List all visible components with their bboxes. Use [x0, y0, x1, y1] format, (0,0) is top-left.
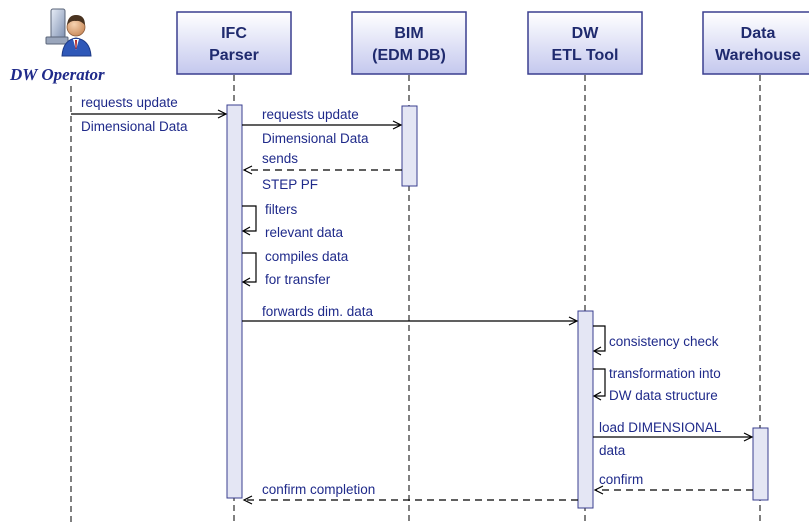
message-requests-update-bim: requests update Dimensional Data: [242, 107, 403, 146]
header-line1: Data: [741, 25, 776, 42]
message-label-line1: requests update: [262, 107, 359, 122]
message-confirm-completion: confirm completion: [242, 482, 578, 505]
header-box: [527, 11, 643, 75]
message-sends-step-pf: sends STEP PF: [242, 151, 402, 192]
self-message-arrow: [242, 205, 257, 232]
message-label: consistency check: [609, 334, 719, 349]
message-load-dimensional-data: load DIMENSIONAL data: [593, 420, 754, 458]
message-label-line2: data: [599, 443, 626, 458]
message-compiles-data: compiles data for transfer: [241, 249, 349, 287]
message-requests-update-operator: requests update Dimensional Data: [71, 95, 228, 134]
message-label-line2: relevant data: [265, 225, 344, 240]
message-label-line1: requests update: [81, 95, 178, 110]
arrowhead: [242, 495, 253, 505]
arrowhead: [392, 120, 403, 130]
message-label: confirm: [599, 472, 643, 487]
header-line1: BIM: [394, 25, 423, 42]
message-label-line1: filters: [265, 202, 298, 217]
message-label-line2: Dimensional Data: [81, 119, 188, 134]
header-box: [351, 11, 467, 75]
arrowhead: [242, 165, 253, 175]
arrowhead: [217, 109, 228, 119]
dw-operator-actor: DW Operator: [9, 8, 105, 84]
arrowhead: [241, 277, 251, 287]
header-line1: IFC: [221, 25, 247, 42]
arrowhead: [241, 226, 251, 236]
participant-bim-edm-db: BIM (EDM DB): [351, 11, 467, 523]
header-line2: Parser: [209, 47, 259, 64]
activation-bar-etl-tool: [577, 310, 594, 509]
header-box: [176, 11, 292, 75]
message-filters-relevant-data: filters relevant data: [241, 202, 344, 240]
header-line2: ETL Tool: [552, 47, 619, 64]
message-label: forwards dim. data: [262, 304, 374, 319]
message-label-line1: compiles data: [265, 249, 349, 264]
arrowhead: [593, 485, 604, 495]
message-label-line2: Dimensional Data: [262, 131, 369, 146]
message-label-line1: transformation into: [609, 366, 721, 381]
message-label: confirm completion: [262, 482, 375, 497]
message-label-line1: load DIMENSIONAL: [599, 420, 722, 435]
activation-bar-bim: [401, 105, 418, 187]
message-label-line1: sends: [262, 151, 298, 166]
header-line1: DW: [572, 25, 600, 42]
self-message-arrow: [593, 368, 606, 397]
arrowhead: [568, 316, 579, 326]
message-label-line2: DW data structure: [609, 388, 718, 403]
header-line2: Warehouse: [715, 47, 801, 64]
message-forwards-dim-data: forwards dim. data: [242, 304, 579, 326]
arrowhead: [592, 346, 602, 356]
participant-dw-etl-tool: DW ETL Tool: [527, 11, 643, 523]
self-message-arrow: [242, 252, 257, 283]
self-message-arrow: [593, 325, 606, 352]
activation-bar-ifc-parser: [226, 104, 243, 499]
header-line2: (EDM DB): [372, 47, 446, 64]
actor-name: DW Operator: [9, 65, 105, 84]
message-transformation: transformation into DW data structure: [592, 366, 721, 403]
message-label-line2: for transfer: [265, 272, 331, 287]
message-consistency-check: consistency check: [592, 325, 719, 356]
header-box: [702, 11, 809, 75]
message-label-line2: STEP PF: [262, 177, 318, 192]
operator-at-computer-icon: [45, 8, 92, 57]
arrowhead: [592, 391, 602, 401]
activation-bar-data-warehouse: [752, 427, 769, 501]
message-confirm: confirm: [593, 472, 753, 495]
arrowhead: [743, 432, 754, 442]
